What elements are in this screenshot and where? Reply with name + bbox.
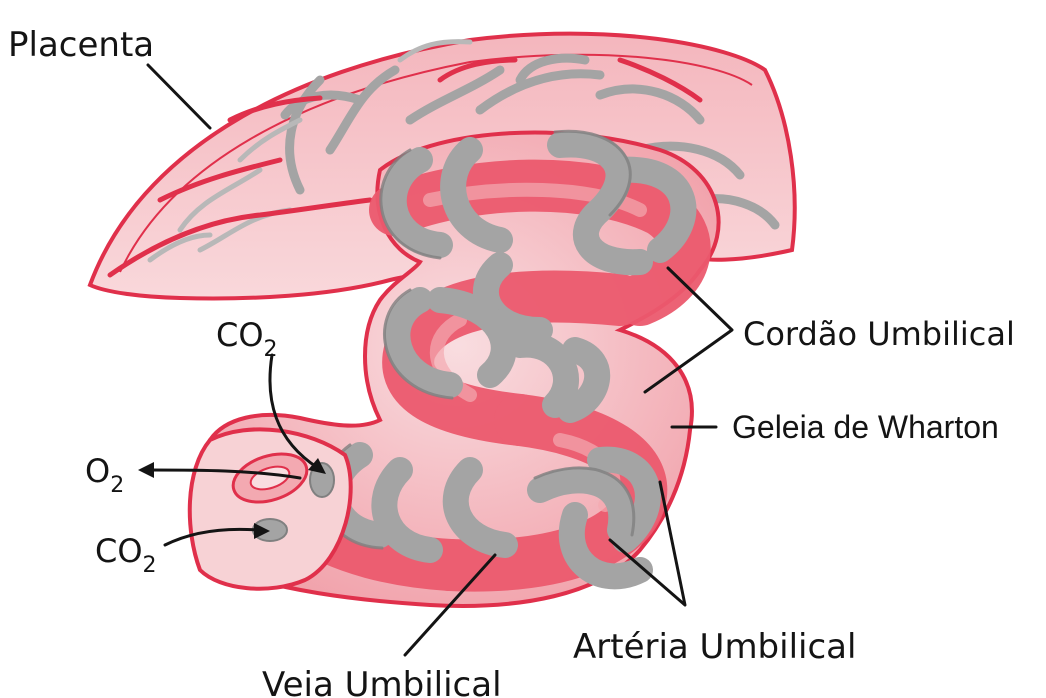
placenta-leader <box>148 65 210 128</box>
o2-sub: 2 <box>110 473 124 498</box>
co2-bottom-label: CO2 <box>95 532 157 578</box>
o2-base: O <box>85 452 110 490</box>
geleia-de-wharton-label: Geleia de Wharton <box>732 409 999 445</box>
placenta-label: Placenta <box>8 25 154 65</box>
co2-top-sub: 2 <box>264 337 278 362</box>
cordao-umbilical-label: Cordão Umbilical <box>743 315 1015 353</box>
cord-cross-section <box>190 429 351 588</box>
co2-top-base: CO <box>216 316 264 354</box>
veia-umbilical-label: Veia Umbilical <box>262 665 502 698</box>
arteria-umbilical-label: Artéria Umbilical <box>573 627 856 667</box>
o2-label: O2 <box>85 452 124 498</box>
co2-bottom-base: CO <box>95 532 143 570</box>
co2-bottom-sub: 2 <box>143 553 157 578</box>
co2-top-label: CO2 <box>216 316 278 362</box>
